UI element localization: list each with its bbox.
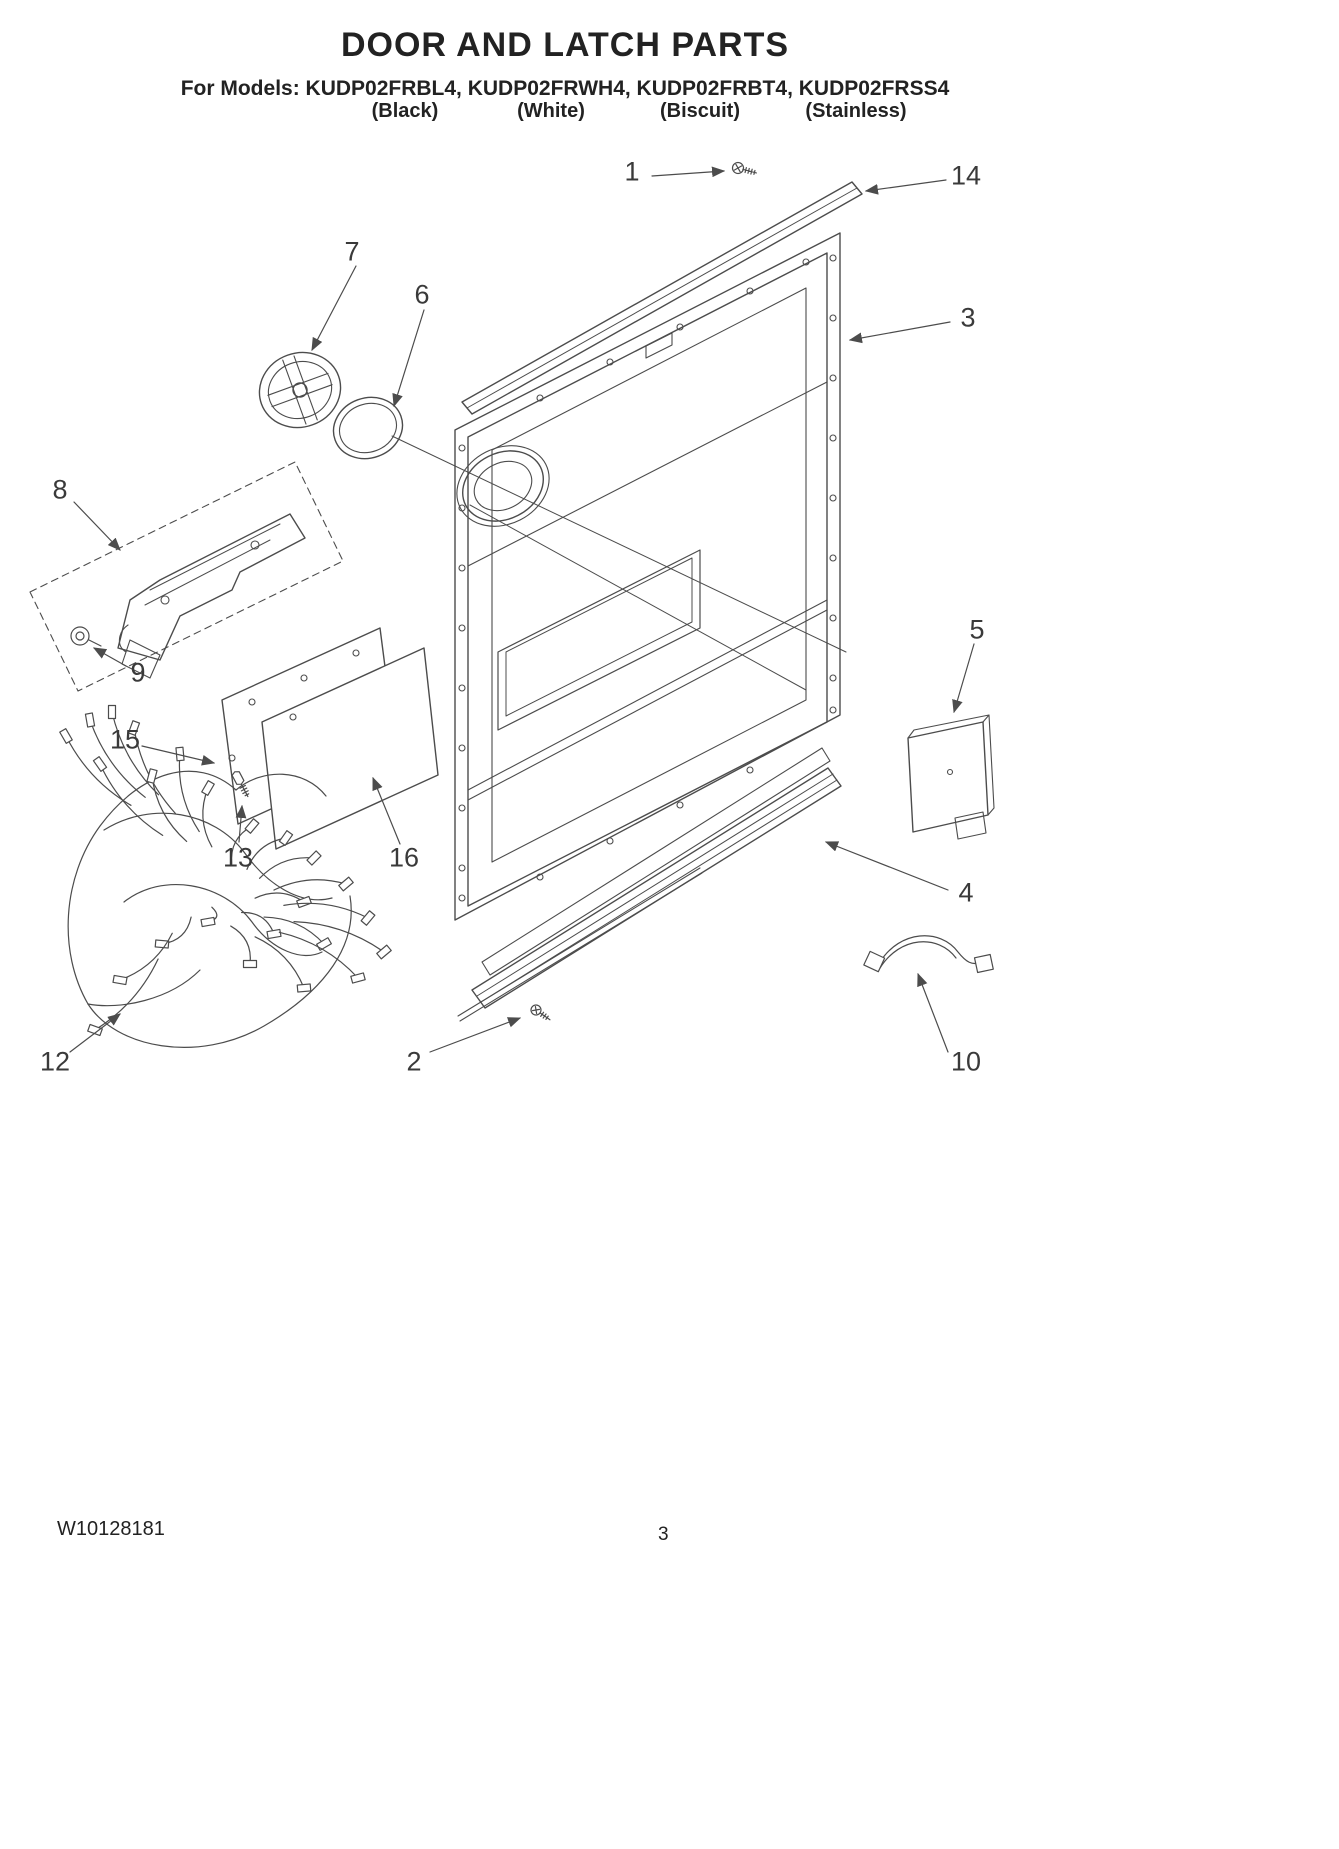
screw-holes	[458, 254, 837, 902]
model-color-stainless: (Stainless)	[805, 100, 907, 122]
page-title: DOOR AND LATCH PARTS	[340, 26, 790, 64]
model-color-black: (Black)	[371, 100, 439, 122]
callout-15: 15	[109, 724, 141, 755]
callout-16: 16	[388, 842, 420, 873]
callout-1: 1	[624, 156, 640, 187]
vent-grille	[258, 351, 342, 429]
callout-10: 10	[950, 1046, 982, 1077]
models-line: For Models: KUDP02FRBL4, KUDP02FRWH4, KU…	[180, 77, 950, 100]
vent-ring	[332, 396, 404, 460]
callout-8: 8	[52, 474, 68, 505]
access-panels	[221, 627, 439, 850]
callout-14: 14	[950, 160, 982, 191]
vent-hole	[456, 445, 550, 527]
outer-door-panel	[454, 232, 841, 921]
jumper-harness	[863, 935, 994, 974]
top-trim-strip	[461, 181, 863, 415]
callout-5: 5	[969, 614, 985, 645]
page-header: DOOR AND LATCH PARTS For Models: KUDP02F…	[0, 26, 1130, 101]
callout-2: 2	[406, 1046, 422, 1077]
callout-13: 13	[222, 842, 254, 873]
callout-4: 4	[958, 877, 974, 908]
top-screw	[731, 161, 757, 175]
bottom-screw	[530, 1004, 551, 1021]
panel-screw	[231, 771, 250, 798]
model-color-white: (White)	[517, 100, 585, 122]
callout-7: 7	[344, 236, 360, 267]
callout-9: 9	[130, 657, 146, 688]
callout-leader-lines	[69, 166, 975, 1053]
bottom-trim-strip	[457, 747, 842, 1022]
construction-lines	[391, 435, 847, 691]
model-color-biscuit: (Biscuit)	[660, 100, 740, 122]
callout-6: 6	[414, 279, 430, 310]
wire-harness	[59, 704, 392, 1048]
control-bracket	[907, 714, 995, 840]
callout-3: 3	[960, 302, 976, 333]
page-number: 3	[658, 1524, 669, 1545]
callout-12: 12	[39, 1046, 71, 1077]
door-latch-assembly	[29, 461, 344, 692]
document-number: W10128181	[57, 1518, 165, 1540]
latch-grommet	[70, 626, 102, 647]
